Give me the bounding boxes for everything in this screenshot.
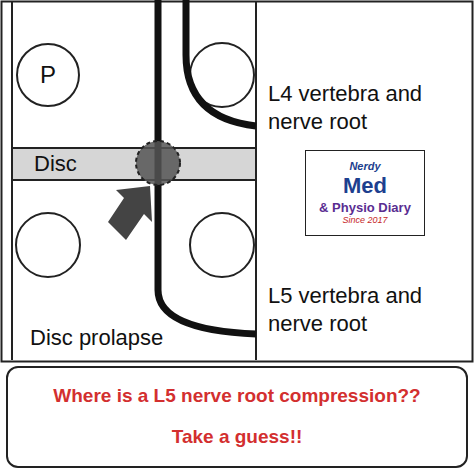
node-text: Take a guess!! xyxy=(172,426,303,449)
l4-nerve-root xyxy=(186,0,256,126)
disc-prolapse-bulge xyxy=(136,141,180,185)
part-label: Disc prolapse xyxy=(30,324,230,352)
part-label: L5 vertebra and nerve root xyxy=(268,282,428,337)
part-label: L4 vertebra and nerve root xyxy=(268,80,428,135)
node-text: Since 2017 xyxy=(342,215,387,226)
pedicle-circle xyxy=(16,213,80,277)
node-text: Nerdy xyxy=(349,160,380,173)
panel-frame xyxy=(2,2,473,362)
node-text: Med xyxy=(343,173,387,199)
pedicle-circle xyxy=(190,213,254,277)
disc-band: Disc xyxy=(14,150,114,178)
node-text: P xyxy=(40,61,56,90)
node-text: Disc xyxy=(14,150,77,178)
logo-box: NerdyMed& Physio DiarySince 2017 xyxy=(305,150,425,236)
question-box: Where is a L5 nerve root compression?? Ta… xyxy=(6,366,468,468)
circle-outline xyxy=(17,44,79,106)
pointer-arrow xyxy=(108,186,152,240)
pedicle-circle: P xyxy=(16,43,80,107)
node-text: Where is a L5 nerve root compression?? xyxy=(53,385,420,408)
disc-band xyxy=(12,148,256,180)
node-text: & Physio Diary xyxy=(319,200,411,216)
